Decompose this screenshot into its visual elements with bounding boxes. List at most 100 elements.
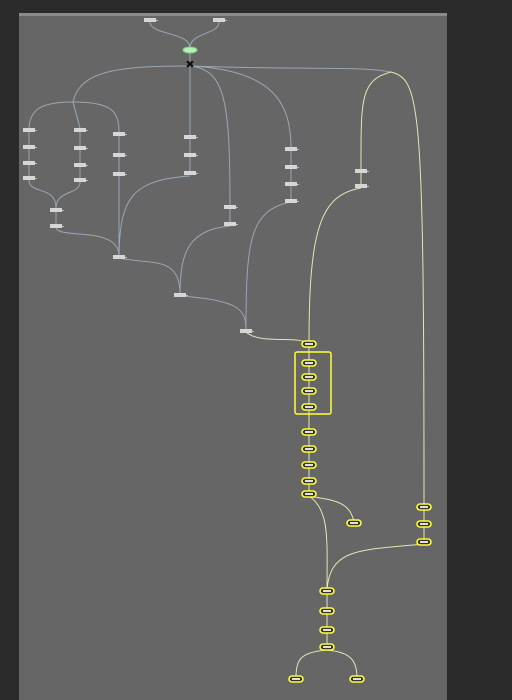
graph-node[interactable] [285,147,297,151]
graph-node[interactable] [74,128,86,132]
node-output-tick [196,137,198,138]
connection-wire [149,21,191,49]
graph-node[interactable] [74,146,86,150]
graph-node[interactable] [174,293,186,297]
node-output-tick [125,134,127,135]
connection-wire [189,65,231,206]
connection-wire [28,179,57,209]
connection-wire [28,101,74,129]
graph-node[interactable] [74,163,86,167]
node-output-tick [236,207,238,208]
node-output-tick [86,180,88,181]
graph-node[interactable] [50,208,62,212]
node-output-tick [62,226,64,227]
dot-node[interactable] [182,46,198,54]
graph-node[interactable] [224,205,236,209]
selected-node-label [305,390,313,392]
node-output-tick [297,149,299,150]
node-output-tick [125,174,127,175]
node-output-tick [35,178,37,179]
node-output-tick [236,224,238,225]
graph-node[interactable] [144,18,156,22]
selected-node-label [420,506,428,508]
graph-node[interactable] [23,145,35,149]
selected-node-label [323,610,331,612]
selected-node-label [323,590,331,592]
node-output-tick [196,173,198,174]
connection-wire [326,649,358,679]
selected-node-label [305,431,313,433]
node-output-tick [367,186,369,187]
node-output-tick [35,163,37,164]
graph-node[interactable] [355,169,367,173]
graph-node[interactable] [184,171,196,175]
selected-node-label [305,464,313,466]
connection-wire [308,187,362,345]
graph-node[interactable] [74,178,86,182]
node-output-tick [86,130,88,131]
canvas-top-edge [19,13,447,16]
connection-wire [189,65,392,73]
connection-wire [189,21,220,49]
connection-wire [179,225,231,295]
connection-wire [245,201,292,331]
switch-node-icon[interactable]: ✖ [185,58,194,71]
node-output-tick [196,155,198,156]
selected-node-label [323,629,331,631]
node-output-tick [252,331,254,332]
graph-node[interactable] [23,161,35,165]
connection-wire [245,331,310,345]
graph-node[interactable] [240,329,252,333]
connection-wire [360,71,392,171]
node-output-tick [225,20,227,21]
connection-wire [326,543,425,591]
graph-node[interactable] [184,153,196,157]
selected-node-label [305,448,313,450]
selected-node-label [305,493,313,495]
graph-node[interactable] [23,176,35,180]
connection-wire [189,65,292,149]
node-output-tick [367,171,369,172]
connection-wire [390,71,425,507]
selection-group-frame[interactable] [294,351,332,415]
selected-node-label [350,522,358,524]
graph-node[interactable] [285,182,297,186]
selected-node-label [305,480,313,482]
graph-node[interactable] [113,132,125,136]
graph-node[interactable] [113,255,125,259]
node-output-tick [125,257,127,258]
graph-node[interactable] [285,199,297,203]
selected-node-label [420,523,428,525]
connection-wire [118,257,181,295]
graph-node[interactable] [113,153,125,157]
connection-wire [72,65,191,103]
node-output-tick [35,130,37,131]
connection-wire [118,175,191,257]
graph-node[interactable] [355,184,367,188]
selected-node-label [353,678,361,680]
graph-node[interactable] [184,135,196,139]
graph-node[interactable] [213,18,225,22]
graph-node[interactable] [23,128,35,132]
connection-wire [308,495,328,591]
connection-wire [72,101,120,133]
graph-node[interactable] [224,222,236,226]
selected-node-label [420,541,428,543]
selected-node-label [323,646,331,648]
graph-node[interactable] [50,224,62,228]
graph-node[interactable] [285,165,297,169]
node-output-tick [297,201,299,202]
node-output-tick [62,210,64,211]
node-graph-canvas[interactable] [19,13,447,700]
connection-wire [308,495,355,523]
connection-wire [72,101,81,129]
graph-node[interactable] [113,172,125,176]
selected-node-label [305,343,313,345]
connection-wire [295,649,328,679]
node-output-tick [35,147,37,148]
node-output-tick [297,184,299,185]
node-output-tick [156,20,158,21]
connection-wire [55,226,120,257]
node-output-tick [125,155,127,156]
